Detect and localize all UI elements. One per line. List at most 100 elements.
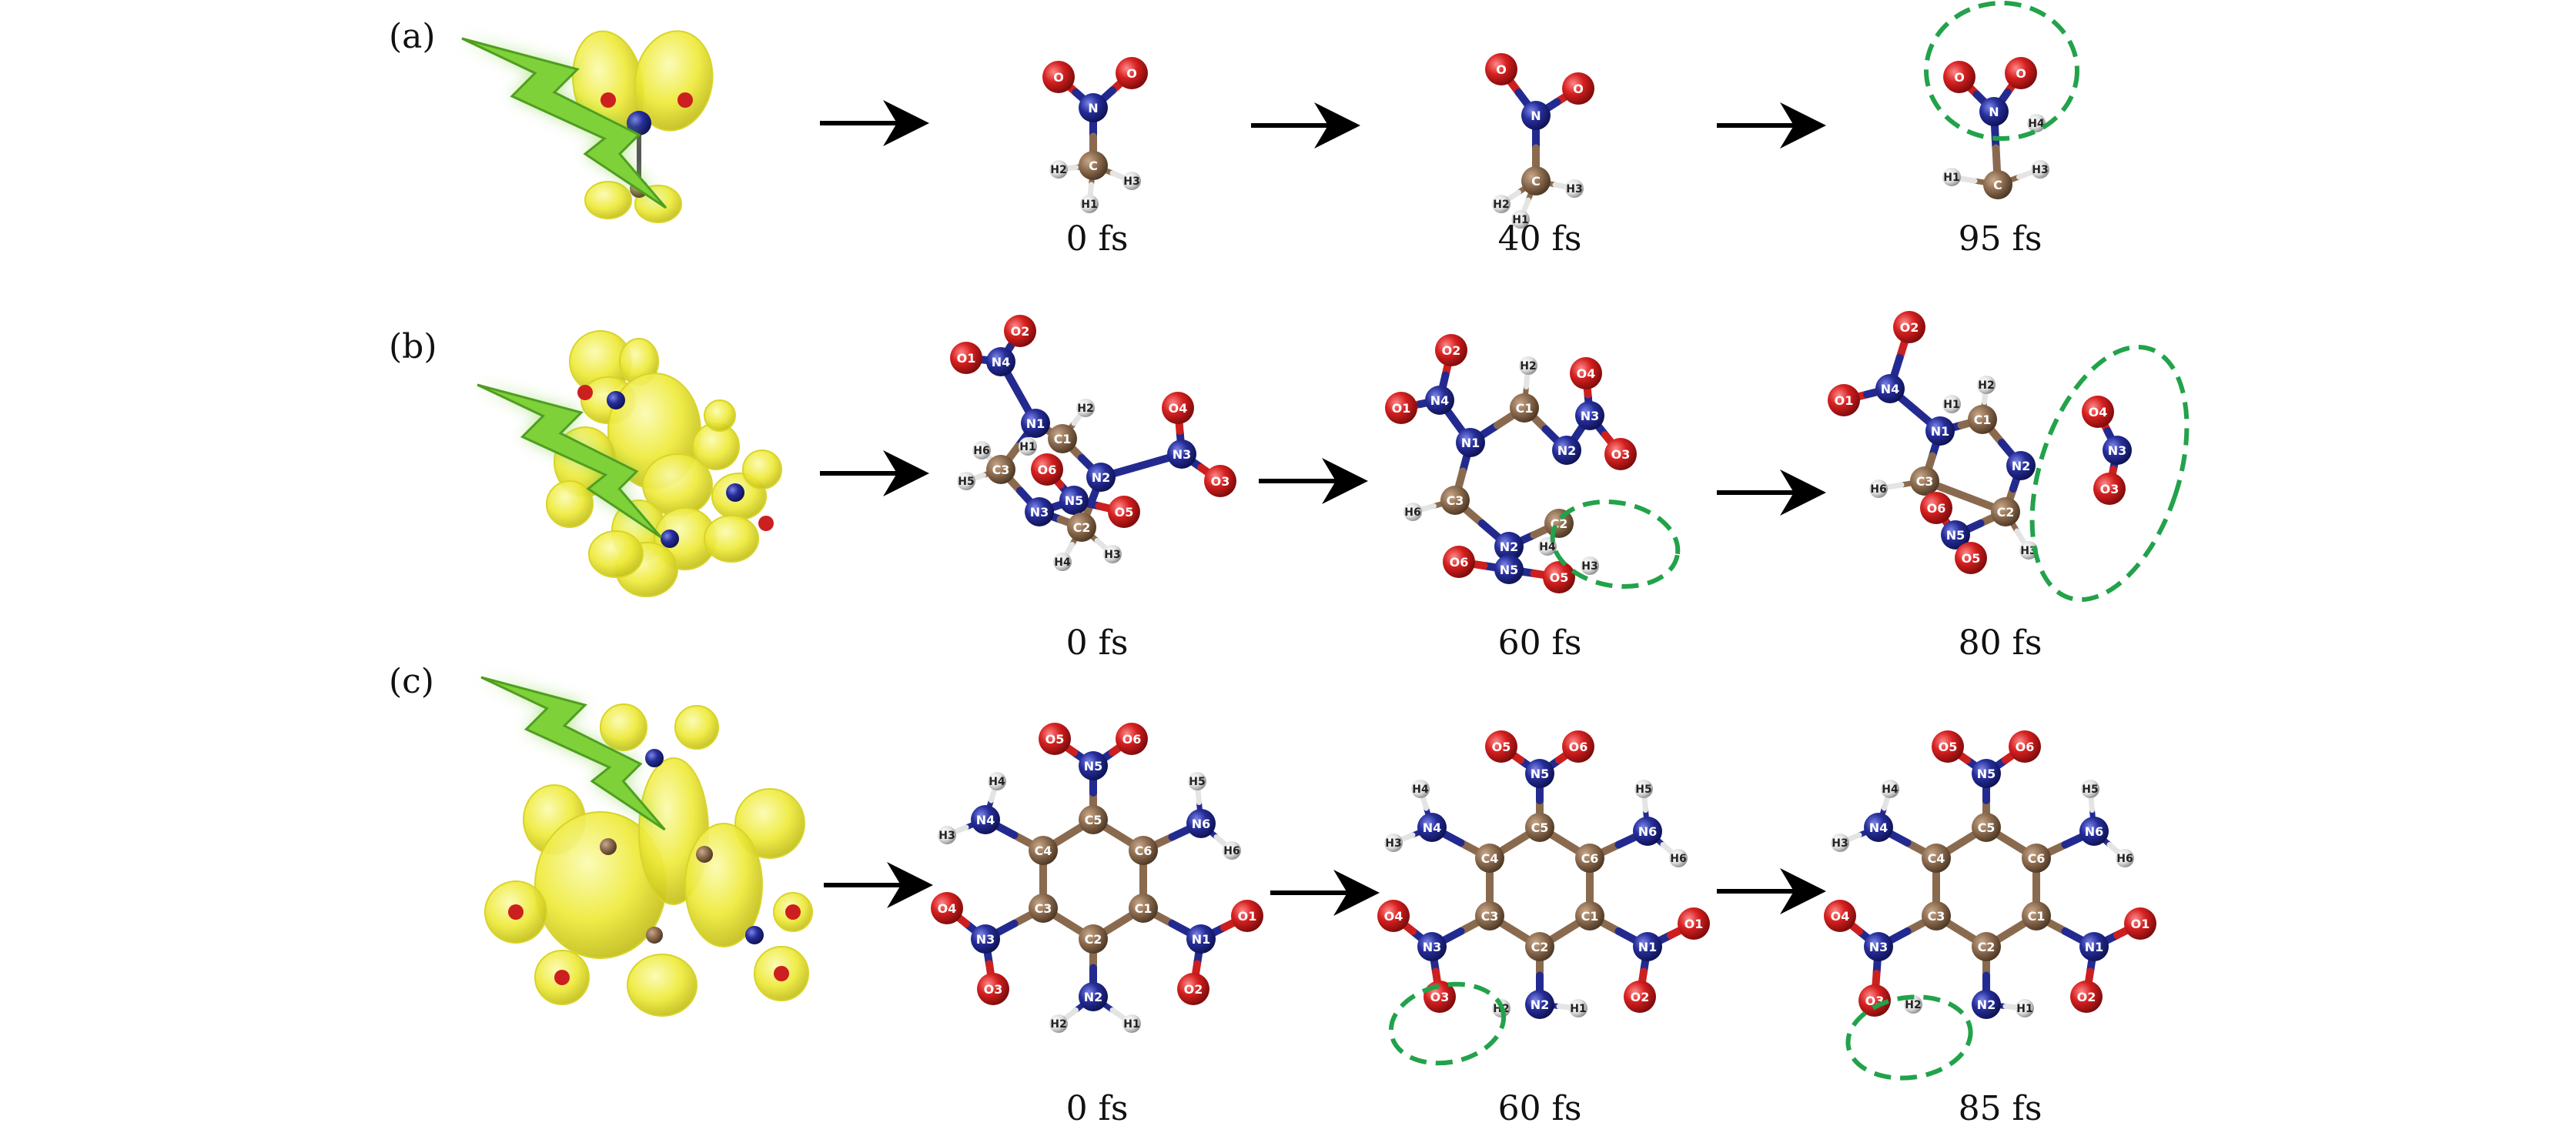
atom-o: O1 <box>1678 907 1710 940</box>
atom-label: H3 <box>1104 549 1120 561</box>
atom-h: H3 <box>1122 172 1141 190</box>
atom-label: H3 <box>1566 183 1582 195</box>
atom-n: N4 <box>1425 386 1454 415</box>
atom-label: N5 <box>1084 759 1103 773</box>
panel-label-a: (a) <box>389 17 436 56</box>
atom-label: C1 <box>1516 401 1534 416</box>
atom-n: N <box>1979 97 2009 126</box>
atom-label: O4 <box>1831 909 1850 924</box>
atom-n: N5 <box>1525 759 1554 788</box>
atom-label: C4 <box>1035 844 1052 858</box>
atom-label: C3 <box>1035 901 1052 916</box>
atom-label: O5 <box>1550 570 1569 585</box>
atom-n: N3 <box>971 924 1000 954</box>
atom-h: H1 <box>1122 1014 1141 1033</box>
atom-n: N4 <box>986 347 1015 376</box>
atom-label: O3 <box>1211 474 1230 489</box>
atom-n: N <box>1521 101 1551 130</box>
atom-o: O6 <box>1443 546 1475 578</box>
atom-label: O1 <box>1684 917 1704 931</box>
atom-c: C1 <box>2022 901 2051 931</box>
atom-o: O4 <box>931 892 963 924</box>
atom-label: N5 <box>1500 563 1519 577</box>
atom-h: H6 <box>1223 841 1241 860</box>
atom-label: N4 <box>1881 382 1900 396</box>
atom-label: H2 <box>1077 403 1093 415</box>
atom-n: N2 <box>1525 990 1554 1019</box>
atom-label: H3 <box>2032 164 2048 176</box>
atom-label: N2 <box>1092 470 1111 485</box>
atom-o: O4 <box>1377 900 1410 932</box>
time-label-b-1: 0 fs <box>1066 623 1129 663</box>
atom-label: N4 <box>976 813 995 827</box>
atom-h: H3 <box>1831 834 1849 852</box>
atom-label: N3 <box>1173 447 1192 462</box>
atom-n: N1 <box>1456 428 1485 457</box>
atom-o: O2 <box>1893 311 1925 343</box>
atom-c: C1 <box>1575 901 1604 931</box>
atom-label: N2 <box>1084 990 1103 1004</box>
atom-c: C6 <box>1129 836 1158 865</box>
atom-n: N3 <box>1167 439 1196 469</box>
atom-label: O5 <box>1492 740 1511 754</box>
time-label-a-2: 40 fs <box>1498 219 1582 259</box>
atom-c: C4 <box>1922 844 1951 873</box>
atom-label: N5 <box>1531 767 1550 781</box>
atom-h: H2 <box>1519 356 1537 375</box>
atom-h: H3 <box>938 826 956 844</box>
atom-label: N1 <box>1638 940 1658 954</box>
atom-label: N1 <box>1026 416 1045 431</box>
atom-n: N3 <box>1864 932 1893 961</box>
atom-o: O5 <box>1932 730 1964 763</box>
atom-n: N5 <box>1941 520 1970 550</box>
atom-label: H6 <box>1670 853 1686 865</box>
atom-c: C5 <box>1972 813 2001 842</box>
atom-o: O6 <box>1562 730 1594 763</box>
atom-n: N2 <box>2006 451 2036 480</box>
atom-c: C3 <box>1029 894 1058 923</box>
atom-label: H3 <box>1832 837 1848 850</box>
atom-h: H4 <box>1053 553 1072 571</box>
atom-label: C3 <box>1447 493 1464 508</box>
orbital-isosurface-c <box>480 676 813 1017</box>
atom-label: N6 <box>1638 824 1658 839</box>
atom-label: O2 <box>1900 320 1919 335</box>
atom-n: N6 <box>2079 817 2109 846</box>
atom-label: N1 <box>2085 940 2104 954</box>
atom-label: N4 <box>992 355 1011 369</box>
atom-n: N5 <box>1079 751 1108 780</box>
atom-h: H2 <box>1076 399 1095 417</box>
atom-label: H1 <box>1123 1018 1139 1031</box>
atom-label: H1 <box>1943 399 1959 411</box>
atom-o: O1 <box>1231 900 1263 932</box>
atom-n: N <box>1079 93 1108 122</box>
atom-o: O5 <box>1485 730 1517 763</box>
atom-label: O1 <box>1238 909 1257 924</box>
atom-label: C5 <box>1085 813 1102 827</box>
atom-label: C1 <box>1054 432 1072 446</box>
time-label-b-3: 80 fs <box>1959 623 2042 663</box>
atom-label: H4 <box>1539 541 1556 553</box>
atom-label: H5 <box>1189 776 1205 788</box>
atom-label: O2 <box>2077 990 2096 1004</box>
atom-o: O1 <box>1385 392 1417 424</box>
atom-label: N4 <box>1423 820 1442 835</box>
atom-o: O4 <box>2082 396 2114 428</box>
atom-c: C <box>1983 170 2012 199</box>
time-label-a-3: 95 fs <box>1959 219 2042 259</box>
atom-label: O4 <box>1577 366 1596 381</box>
atom-label: C <box>1531 174 1541 189</box>
atom-label: H2 <box>1050 1018 1066 1031</box>
atom-h: H6 <box>2116 849 2134 867</box>
atom-h: H1 <box>1019 437 1037 456</box>
atom-o: O3 <box>977 973 1009 1005</box>
atom-label: C6 <box>1581 851 1599 866</box>
atom-label: N <box>1531 109 1541 123</box>
atom-o: O5 <box>1108 496 1140 528</box>
atom-label: N5 <box>1946 528 1965 543</box>
atom-label: N <box>1088 101 1098 115</box>
